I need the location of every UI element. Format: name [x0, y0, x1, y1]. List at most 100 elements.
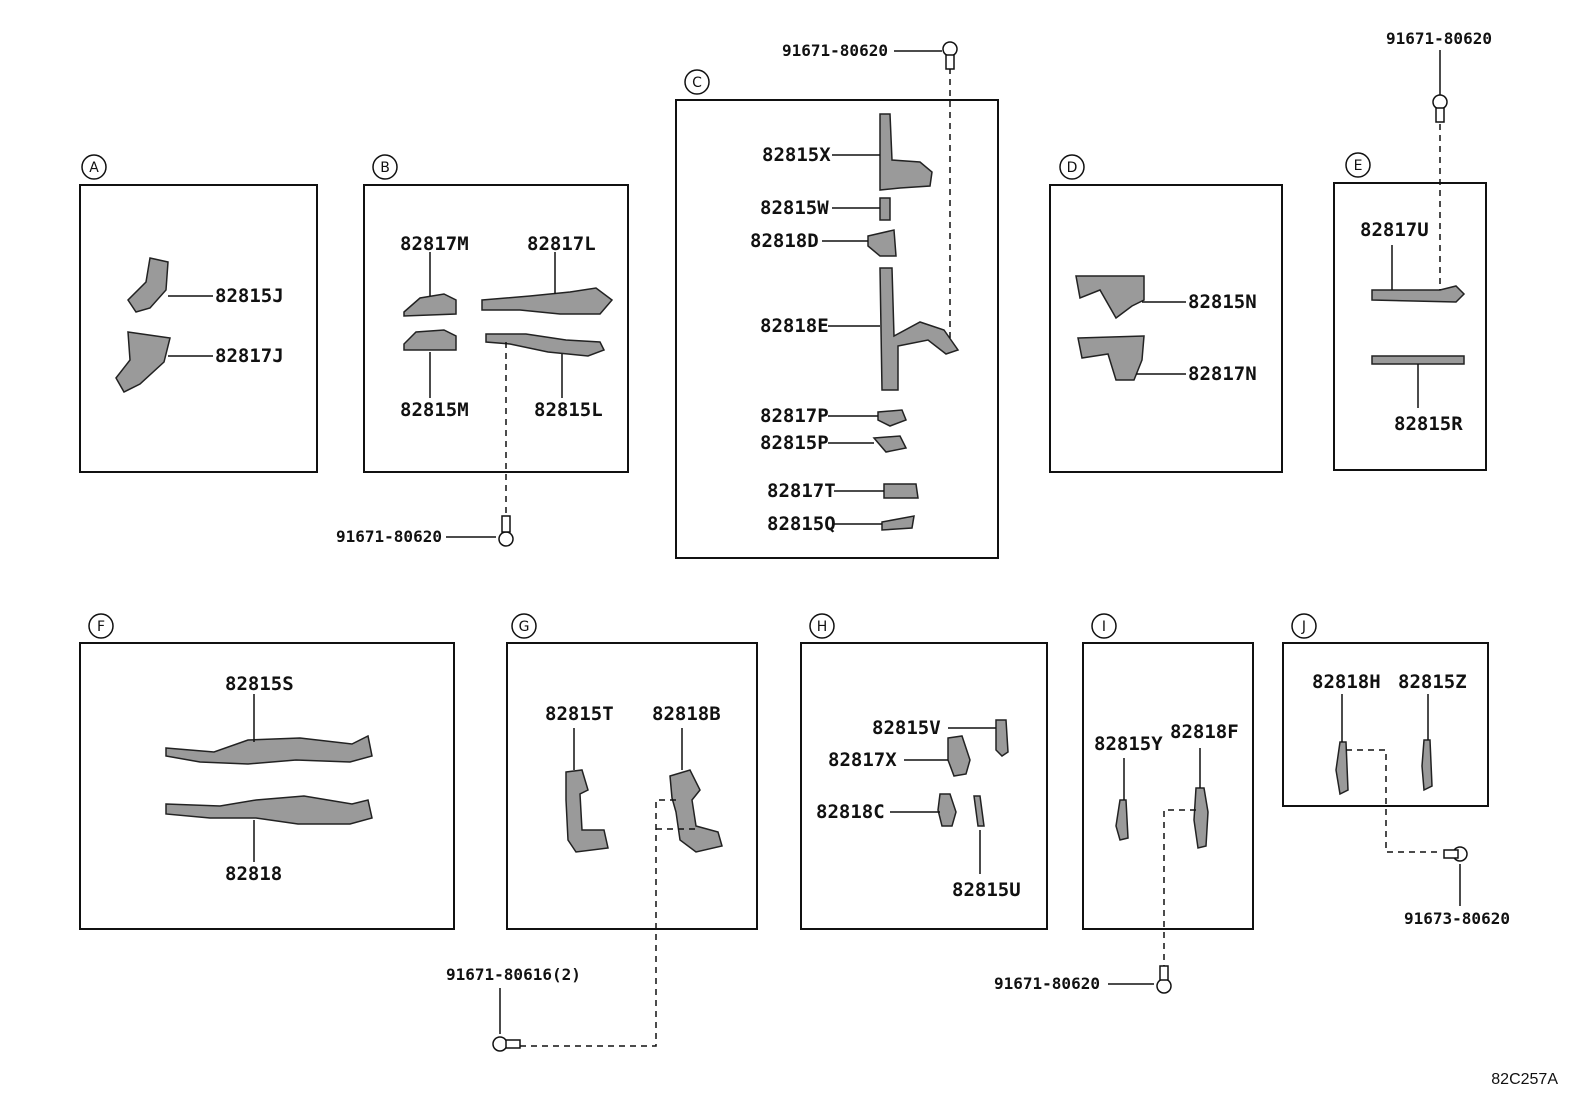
part-label-82815L[interactable]: 82815L: [534, 399, 603, 421]
group-j-letter: J: [1301, 619, 1306, 635]
group-j-frame: [1282, 642, 1489, 807]
part-label-82815W[interactable]: 82815W: [760, 197, 829, 219]
group-b-frame: [363, 184, 629, 473]
part-label-82817M[interactable]: 82817M: [400, 233, 469, 255]
group-e: E 82817U 82815R 91671-80620: [1333, 29, 1492, 471]
group-a-letter: A: [89, 160, 99, 176]
bolt-label-top-center[interactable]: 91671-80620: [782, 41, 888, 60]
bolt-icon: [492, 1036, 521, 1052]
part-label-82817L[interactable]: 82817L: [527, 233, 596, 255]
group-f-frame: [79, 642, 455, 930]
part-label-82818H[interactable]: 82818H: [1312, 671, 1381, 693]
bolt-icon: [1156, 965, 1172, 994]
part-label-82817X[interactable]: 82817X: [828, 749, 897, 771]
group-g-letter: G: [519, 619, 530, 635]
part-82817P-shape: [877, 409, 907, 427]
part-82818C-shape: [937, 793, 957, 827]
bolt-icon: [498, 515, 514, 547]
part-label-82817T[interactable]: 82817T: [767, 480, 836, 502]
group-b-letter: B: [380, 160, 390, 176]
part-82815L-shape: [485, 333, 606, 357]
group-g-marker: [511, 613, 537, 639]
part-label-82817U[interactable]: 82817U: [1360, 219, 1429, 241]
part-82815V-shape: [995, 719, 1009, 757]
part-label-82815N[interactable]: 82815N: [1188, 291, 1257, 313]
part-82815M-shape: [403, 329, 457, 351]
bolt-icon: [942, 41, 958, 70]
part-label-82818B[interactable]: 82818B: [652, 703, 721, 725]
group-c-marker: [684, 69, 710, 95]
part-label-82815R[interactable]: 82815R: [1394, 413, 1463, 435]
part-82815Z-shape: [1421, 739, 1433, 792]
group-h-frame: [800, 642, 1048, 930]
part-label-82815Y[interactable]: 82815Y: [1094, 733, 1163, 755]
part-label-82815J[interactable]: 82815J: [215, 285, 284, 307]
group-d: D 82815N 82817N: [1049, 154, 1283, 473]
part-label-82815P[interactable]: 82815P: [760, 432, 829, 454]
bolt-label-box-j[interactable]: 91673-80620: [1404, 909, 1510, 928]
group-i-frame: [1082, 642, 1254, 930]
diagram-code: 82C257A: [1491, 1071, 1558, 1088]
part-82815J-shape: [127, 257, 169, 313]
part-label-82815S[interactable]: 82815S: [225, 673, 294, 695]
part-82815Q-shape: [881, 515, 915, 531]
part-82815P-shape: [872, 435, 908, 453]
bolt-label-box-i[interactable]: 91671-80620: [994, 974, 1100, 993]
group-b-marker: [372, 154, 398, 180]
group-d-marker: [1059, 154, 1085, 180]
group-e-letter: E: [1354, 158, 1363, 174]
part-label-82817J[interactable]: 82817J: [215, 345, 284, 367]
group-a-frame: [79, 184, 318, 473]
group-i-letter: I: [1102, 619, 1106, 635]
bolt-label-box-g[interactable]: 91671-80616(2): [446, 965, 581, 984]
group-a: A 82815J 82817J: [79, 154, 318, 473]
part-label-82818C[interactable]: 82818C: [816, 801, 885, 823]
part-82818H-shape: [1335, 741, 1349, 796]
part-82815R-shape: [1371, 355, 1465, 365]
group-a-marker: [81, 154, 107, 180]
part-82818E-shape: [879, 267, 960, 391]
group-i-marker: [1091, 613, 1117, 639]
part-82817U-shape: [1371, 285, 1466, 303]
part-label-82815M[interactable]: 82815M: [400, 399, 469, 421]
part-label-82815U[interactable]: 82815U: [952, 879, 1021, 901]
group-f-letter: F: [97, 619, 105, 635]
part-82815X-shape: [879, 113, 933, 191]
group-f-marker: [88, 613, 114, 639]
part-82815W-shape: [879, 197, 891, 221]
group-d-letter: D: [1067, 160, 1078, 176]
part-82817L-shape: [481, 287, 614, 315]
part-label-82818D[interactable]: 82818D: [750, 230, 819, 252]
group-c-frame: [675, 99, 999, 559]
part-82817N-shape: [1077, 335, 1145, 381]
part-label-82815V[interactable]: 82815V: [872, 717, 941, 739]
part-label-82815T[interactable]: 82815T: [545, 703, 614, 725]
group-e-frame: [1333, 182, 1487, 471]
bolt-label-box-b[interactable]: 91671-80620: [336, 527, 442, 546]
part-82815S-shape: [165, 734, 373, 765]
part-82818B-shape: [669, 769, 723, 853]
part-82815Y-shape: [1115, 799, 1129, 841]
group-g-frame: [506, 642, 758, 930]
part-82818F-shape: [1193, 787, 1209, 849]
part-82817J-shape: [115, 331, 171, 393]
part-label-82818E[interactable]: 82818E: [760, 315, 829, 337]
part-label-82817P[interactable]: 82817P: [760, 405, 829, 427]
group-j: J 82818H 82815Z 91673-80620: [1282, 613, 1510, 928]
bolt-icon: [1432, 94, 1448, 123]
part-label-82817N[interactable]: 82817N: [1188, 363, 1257, 385]
part-82815N-shape: [1075, 275, 1145, 320]
part-82817M-shape: [403, 293, 457, 317]
part-label-82815Z[interactable]: 82815Z: [1398, 671, 1467, 693]
part-82818D-shape: [867, 229, 897, 257]
part-label-82818F[interactable]: 82818F: [1170, 721, 1239, 743]
part-label-82818[interactable]: 82818: [225, 863, 282, 885]
part-82817X-shape: [947, 735, 971, 777]
bolt-icon: [1443, 846, 1468, 862]
part-label-82815Q[interactable]: 82815Q: [767, 513, 836, 535]
group-f: F 82815S 82818: [79, 613, 455, 930]
bolt-label-top-right[interactable]: 91671-80620: [1386, 29, 1492, 48]
group-b: B 82817M 82817L 82815M 82815L 91671-8062…: [336, 154, 629, 547]
part-label-82815X[interactable]: 82815X: [762, 144, 831, 166]
